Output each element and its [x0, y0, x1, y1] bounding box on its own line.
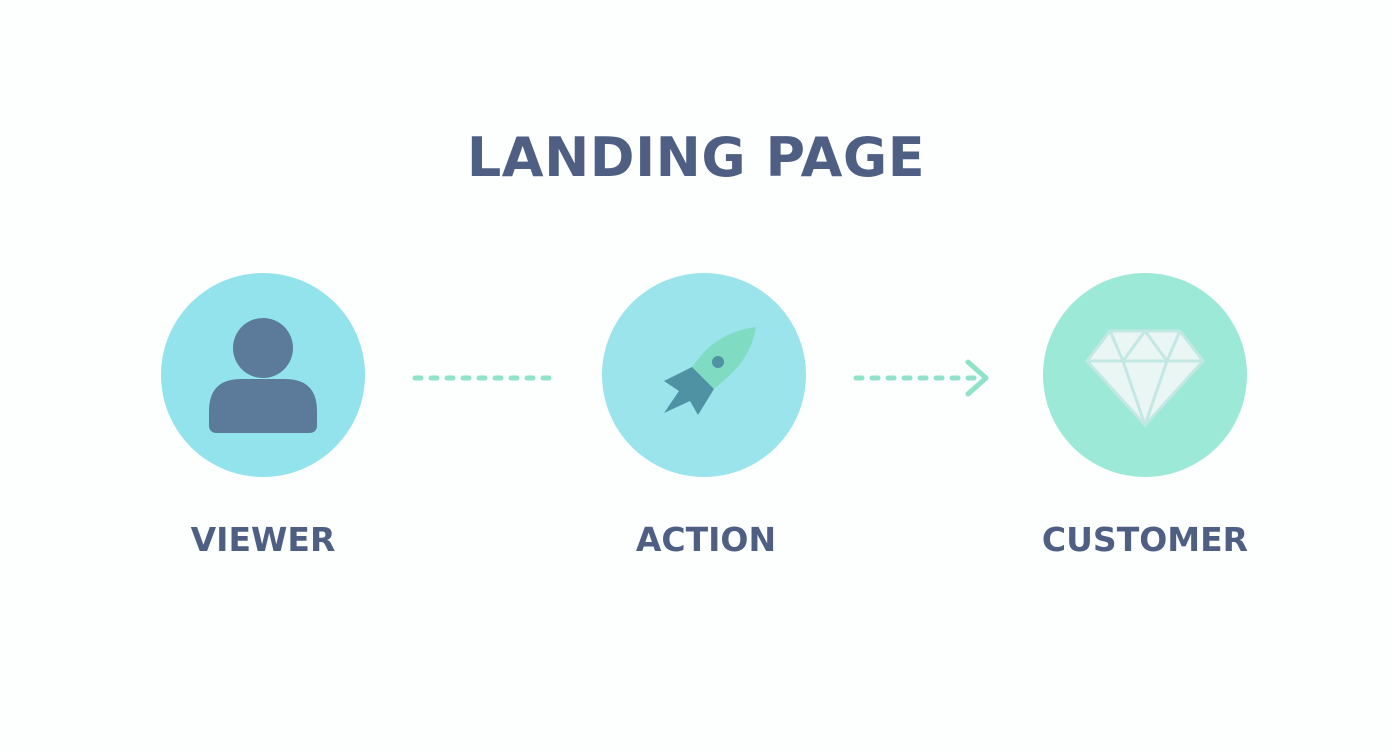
rocket-icon — [664, 327, 756, 415]
step-label-action: ACTION — [635, 520, 777, 559]
customer-circle — [1043, 273, 1247, 477]
dashed-arrow-connector — [853, 359, 989, 397]
diagram-title: LANDING PAGE — [466, 126, 926, 189]
step-label-viewer: VIEWER — [190, 520, 336, 559]
dashed-connector — [412, 375, 558, 381]
person-icon — [209, 318, 317, 433]
action-circle — [602, 273, 806, 477]
step-label-customer: CUSTOMER — [1041, 520, 1249, 559]
diamond-icon — [1085, 329, 1205, 427]
viewer-circle — [161, 273, 365, 477]
